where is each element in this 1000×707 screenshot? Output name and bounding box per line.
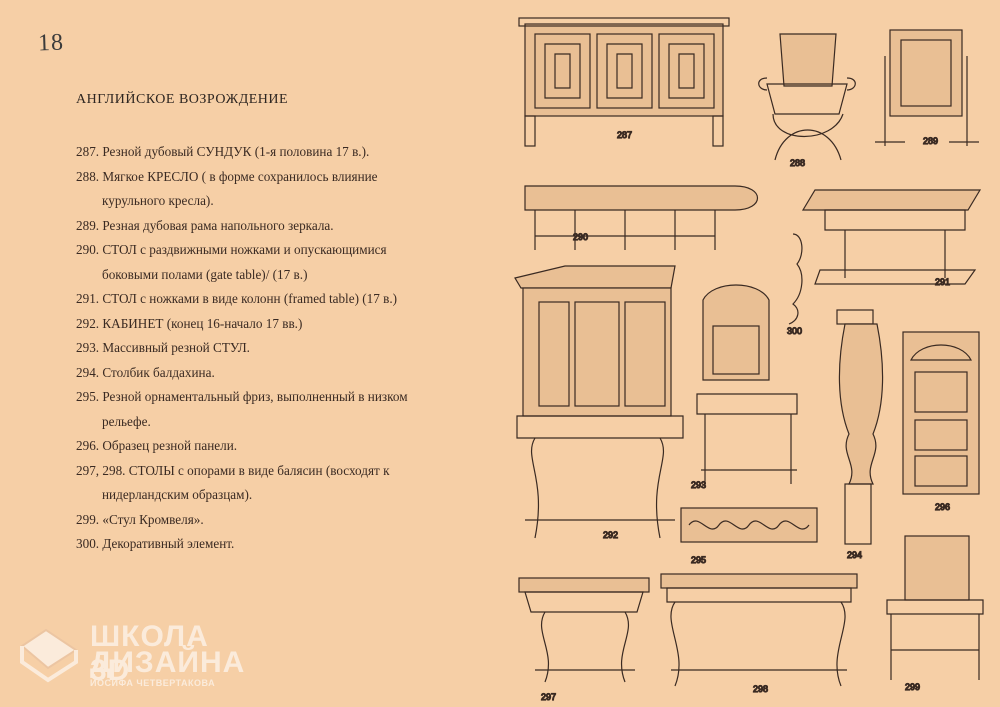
plate-287-chest: 287	[518, 17, 730, 147]
list-item: 289. Резная дубовая рама напольного зерк…	[76, 214, 486, 239]
list-item: 287. Резной дубовый СУНДУК (1-я половина…	[76, 140, 486, 165]
item-continuation: рельефе.	[102, 413, 151, 429]
list-item: 288. Мягкое КРЕСЛО ( в форме сохранилось…	[76, 165, 486, 214]
plate-label: 287	[617, 130, 632, 140]
item-text: 292. КАБИНЕТ (конец 16-начало 17 вв.)	[76, 315, 303, 331]
list-item: 290. СТОЛ с раздвижными ножками и опуска…	[76, 238, 486, 287]
watermark-line-2: ДИЗАЙНА	[90, 646, 246, 679]
item-text: 296. Образец резной панели.	[76, 438, 238, 453]
plate-label: 298	[753, 684, 768, 694]
page-number: 18	[37, 29, 65, 57]
plate-label: 293	[691, 480, 706, 490]
item-list: 287. Резной дубовый СУНДУК (1-я половина…	[76, 140, 486, 557]
item-continuation: нидерландским образцам).	[102, 487, 253, 502]
item-text: 293. Массивный резной СТУЛ.	[76, 340, 250, 355]
school-logo-icon	[20, 628, 78, 683]
plate-label: 300	[787, 326, 802, 336]
plate-label: 290	[573, 232, 588, 242]
plate-292-cabinet: 292	[514, 265, 684, 541]
list-item: 299. «Стул Кромвеля».	[76, 508, 486, 533]
item-text: 294. Столбик балдахина.	[76, 364, 215, 380]
list-item: 296. Образец резной панели.	[76, 434, 486, 459]
plate-294-bed-post: 294	[836, 309, 884, 561]
plate-288-armchair: 288	[758, 33, 856, 169]
list-item: 293. Массивный резной СТУЛ.	[76, 336, 486, 361]
item-text: 287. Резной дубовый СУНДУК (1-я половина…	[76, 144, 370, 159]
plate-291-framed-table: 291	[801, 189, 982, 288]
item-continuation: боковыми полами (gate table)/ (17 в.)	[102, 266, 308, 282]
watermark-line-1: ШКОЛА 3D	[90, 620, 209, 687]
furniture-plates: 287 288 289 290 291 300 292	[514, 17, 984, 703]
section-heading: АНГЛИЙСКОЕ ВОЗРОЖДЕНИЕ	[76, 92, 289, 107]
plate-293-carved-chair: 293	[690, 284, 798, 491]
plate-label: 294	[847, 550, 862, 560]
plate-289-mirror: 289	[875, 29, 979, 147]
watermark-logo: ШКОЛА 3D ДИЗАЙНА ИОСИФА ЧЕТВЕРТАКОВА	[18, 620, 258, 690]
list-item: 291. СТОЛ с ножками в виде колонн (frame…	[76, 287, 486, 312]
plate-label: 289	[923, 136, 938, 146]
plate-297-table: 297	[518, 577, 650, 703]
plate-label: 299	[905, 682, 920, 692]
item-text: 291. СТОЛ с ножками в виде колонн (frame…	[76, 291, 398, 306]
plate-label: 288	[790, 158, 805, 168]
list-item: 295. Резной орнаментальный фриз, выполне…	[76, 385, 486, 434]
list-item: 300. Декоративный элемент.	[76, 532, 486, 557]
list-item: 294. Столбик балдахина.	[76, 361, 486, 386]
plate-label: 296	[935, 502, 950, 512]
plate-label: 291	[935, 277, 950, 287]
item-text: 289. Резная дубовая рама напольного зерк…	[76, 217, 334, 233]
plate-300-decorative-element: 300	[786, 233, 803, 337]
item-text: 299. «Стул Кромвеля».	[76, 511, 204, 527]
watermark-line-3: ИОСИФА ЧЕТВЕРТАКОВА	[90, 678, 216, 688]
item-text: 288. Мягкое КРЕСЛО ( в форме сохранилось…	[76, 168, 378, 184]
plate-295-frieze: 295	[680, 507, 818, 566]
item-text: 297, 298. СТОЛЫ с опорами в виде балясин…	[76, 462, 390, 478]
item-text: 290. СТОЛ с раздвижными ножками и опуска…	[76, 242, 387, 257]
plate-290-gate-table: 290	[524, 185, 759, 250]
plate-299-cromwell-chair: 299	[886, 535, 984, 693]
plate-296-carved-panel: 296	[902, 331, 980, 513]
item-text: 300. Декоративный элемент.	[76, 536, 235, 551]
plate-label: 297	[541, 692, 556, 702]
plate-label: 292	[603, 530, 618, 540]
list-item: 297, 298. СТОЛЫ с опорами в виде балясин…	[76, 459, 486, 508]
item-continuation: курульного кресла).	[102, 193, 214, 208]
plate-298-table: 298	[660, 573, 858, 695]
list-item: 292. КАБИНЕТ (конец 16-начало 17 вв.)	[76, 312, 486, 337]
item-text: 295. Резной орнаментальный фриз, выполне…	[76, 389, 408, 404]
plate-label: 295	[691, 555, 706, 565]
